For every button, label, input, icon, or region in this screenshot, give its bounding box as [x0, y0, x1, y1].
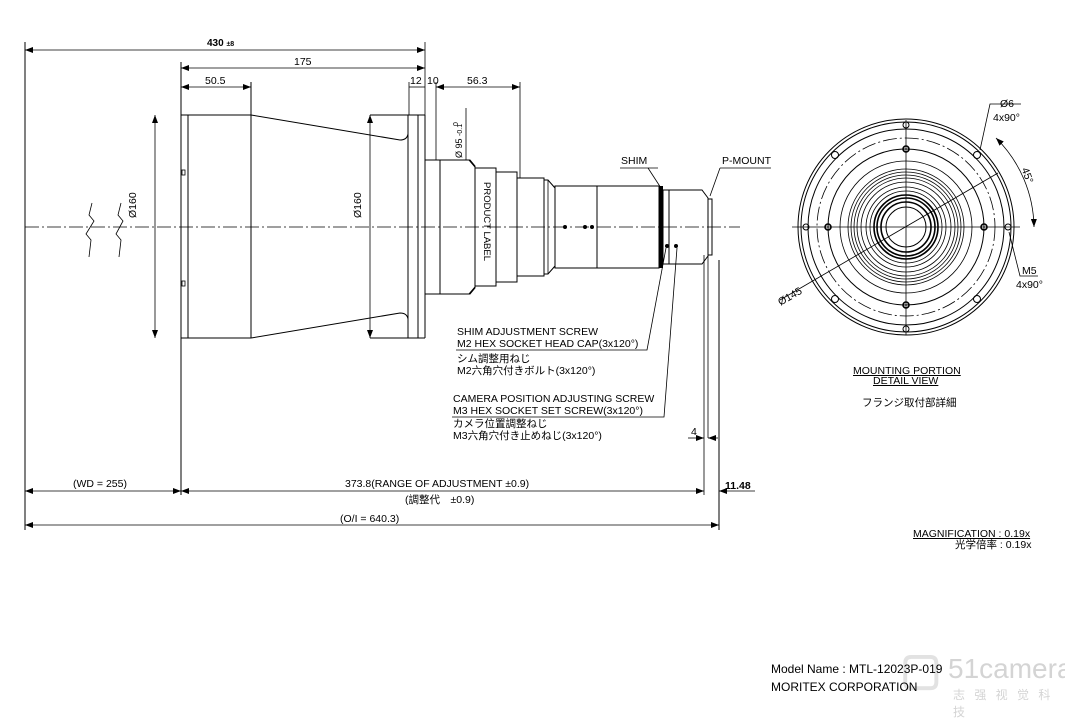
thread-label: M5 [1022, 265, 1037, 277]
note-line: M2六角穴付きボルト(3x120°) [457, 365, 596, 377]
shim-label: SHIM [621, 155, 648, 167]
dim-mount-dia: Ø 95 -0.1 [453, 124, 467, 158]
dim-front-dia: Ø160 [127, 192, 139, 218]
dim-back-gap: 4 [691, 426, 697, 438]
lens-flange [370, 114, 426, 339]
magnification-en: MAGNIFICATION : 0.19x [913, 528, 1031, 540]
break-mark [115, 202, 124, 258]
dim-value: 430 [207, 38, 224, 49]
watermark-brand: 51camera [948, 653, 1065, 684]
detail-title-1: MOUNTING PORTION [853, 365, 961, 377]
dim-front-barrel: 50.5 [205, 75, 226, 87]
dim-flange-gap: 10 [427, 75, 439, 87]
note-line: シム調整用ねじ [457, 353, 531, 365]
model-name: Model Name : MTL-12023P-019 [771, 662, 943, 676]
dim-range: 373.8(RANGE OF ADJUSTMENT ±0.9) [345, 478, 530, 490]
hole-dia: Ø6 [1000, 98, 1015, 110]
lens-front-barrel [180, 114, 252, 339]
break-mark [85, 202, 95, 258]
detail-title-jp: フランジ取付部詳細 [862, 397, 957, 409]
note-line: M3六角穴付き止めねじ(3x120°) [453, 430, 602, 442]
note-line: M2 HEX SOCKET HEAD CAP(3x120°) [457, 338, 639, 350]
watermark-logo: ▢ [900, 645, 942, 694]
hole-pattern: 4x90° [993, 112, 1020, 124]
dim-rear-section: 56.3 [467, 75, 488, 87]
note-line: M3 HEX SOCKET SET SCREW(3x120°) [453, 405, 643, 417]
note-line: SHIM ADJUSTMENT SCREW [457, 326, 598, 338]
dim-mount-tol-upper: 0 [453, 122, 460, 126]
lens-taper [250, 114, 409, 339]
dim-flange-dia: Ø160 [352, 192, 364, 218]
magnification-jp: 光学倍率 : 0.19x [955, 539, 1032, 551]
detail-title-2: DETAIL VIEW [873, 375, 939, 387]
company-name: MORITEX CORPORATION [771, 680, 918, 694]
product-label: PRODUCT LABEL [481, 182, 492, 262]
dim-tol: ±8 [226, 41, 235, 48]
dim-oi: (O/I = 640.3) [340, 513, 400, 525]
note-line: カメラ位置調整ねじ [453, 418, 548, 430]
dim-overall-length: 430 ±8 [207, 38, 234, 51]
note-line: CAMERA POSITION ADJUSTING SCREW [453, 393, 655, 405]
thread-pattern: 4x90° [1016, 279, 1043, 291]
dim-range-jp: (調整代 ±0.9) [405, 494, 475, 506]
dim-flange-back: 11.48 [725, 480, 751, 492]
dim-wd: (WD = 255) [73, 478, 127, 490]
dim-flange-thk: 12 [410, 75, 422, 87]
shim-screw-note: SHIM ADJUSTMENT SCREW M2 HEX SOCKET HEAD… [457, 326, 638, 377]
p-mount-label: P-MOUNT [722, 155, 771, 167]
mounting-detail-view [779, 103, 1038, 336]
dim-body-length: 175 [294, 56, 312, 68]
lens-mount-section [425, 159, 713, 295]
watermark-tagline: 志 强 视 觉 科 技 [953, 688, 1054, 719]
dim-value: Ø 95 [454, 138, 464, 158]
camera-screw-note: CAMERA POSITION ADJUSTING SCREW M3 HEX S… [453, 393, 654, 442]
